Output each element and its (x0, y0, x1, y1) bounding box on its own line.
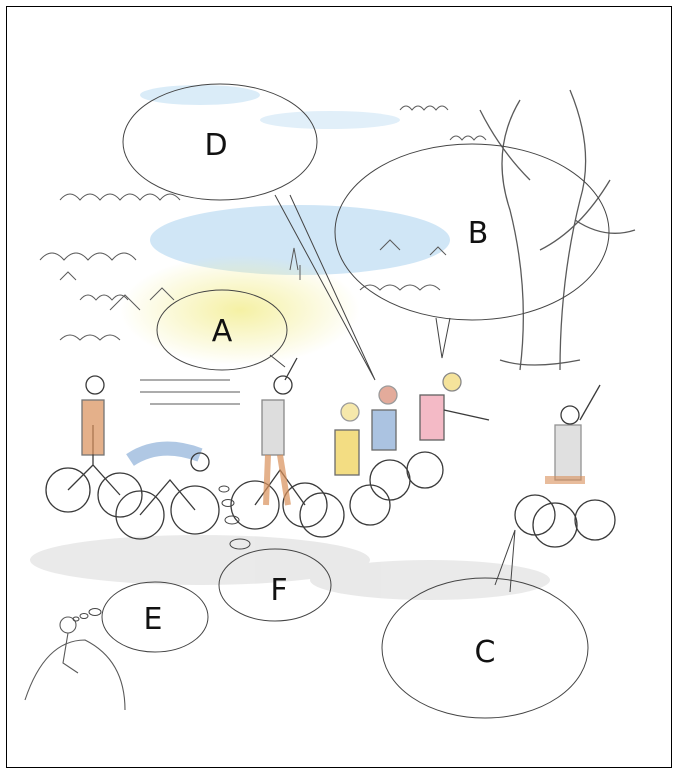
cyclist-5 (369, 385, 411, 501)
bubble-label-f: F (270, 573, 287, 608)
cyclist-7 (514, 384, 616, 548)
bubble-b: B (334, 143, 610, 359)
bubble-f: F (218, 485, 332, 622)
bubble-label-b: B (468, 216, 489, 251)
road-shadows (30, 535, 550, 600)
background-foliage (39, 105, 487, 405)
bubble-label-c: C (475, 635, 496, 670)
rock-figure (24, 616, 126, 711)
bubble-label-d: D (204, 128, 227, 163)
sun-glow (120, 255, 360, 365)
tree (479, 89, 636, 371)
bubble-e: E (72, 581, 209, 653)
bubble-d: D (122, 83, 376, 381)
bubble-label-a: A (212, 314, 233, 349)
village-rooftops (59, 239, 447, 311)
cyclist-1 (45, 375, 143, 518)
cyclist-2 (115, 441, 220, 540)
bubble-a: A (156, 289, 288, 371)
cyclist-3 (230, 357, 328, 530)
bubble-label-e: E (144, 602, 163, 637)
bubble-c: C (381, 529, 589, 719)
sky-wash (140, 85, 450, 275)
cyclist-6 (406, 372, 490, 489)
cyclist-4 (299, 402, 391, 538)
